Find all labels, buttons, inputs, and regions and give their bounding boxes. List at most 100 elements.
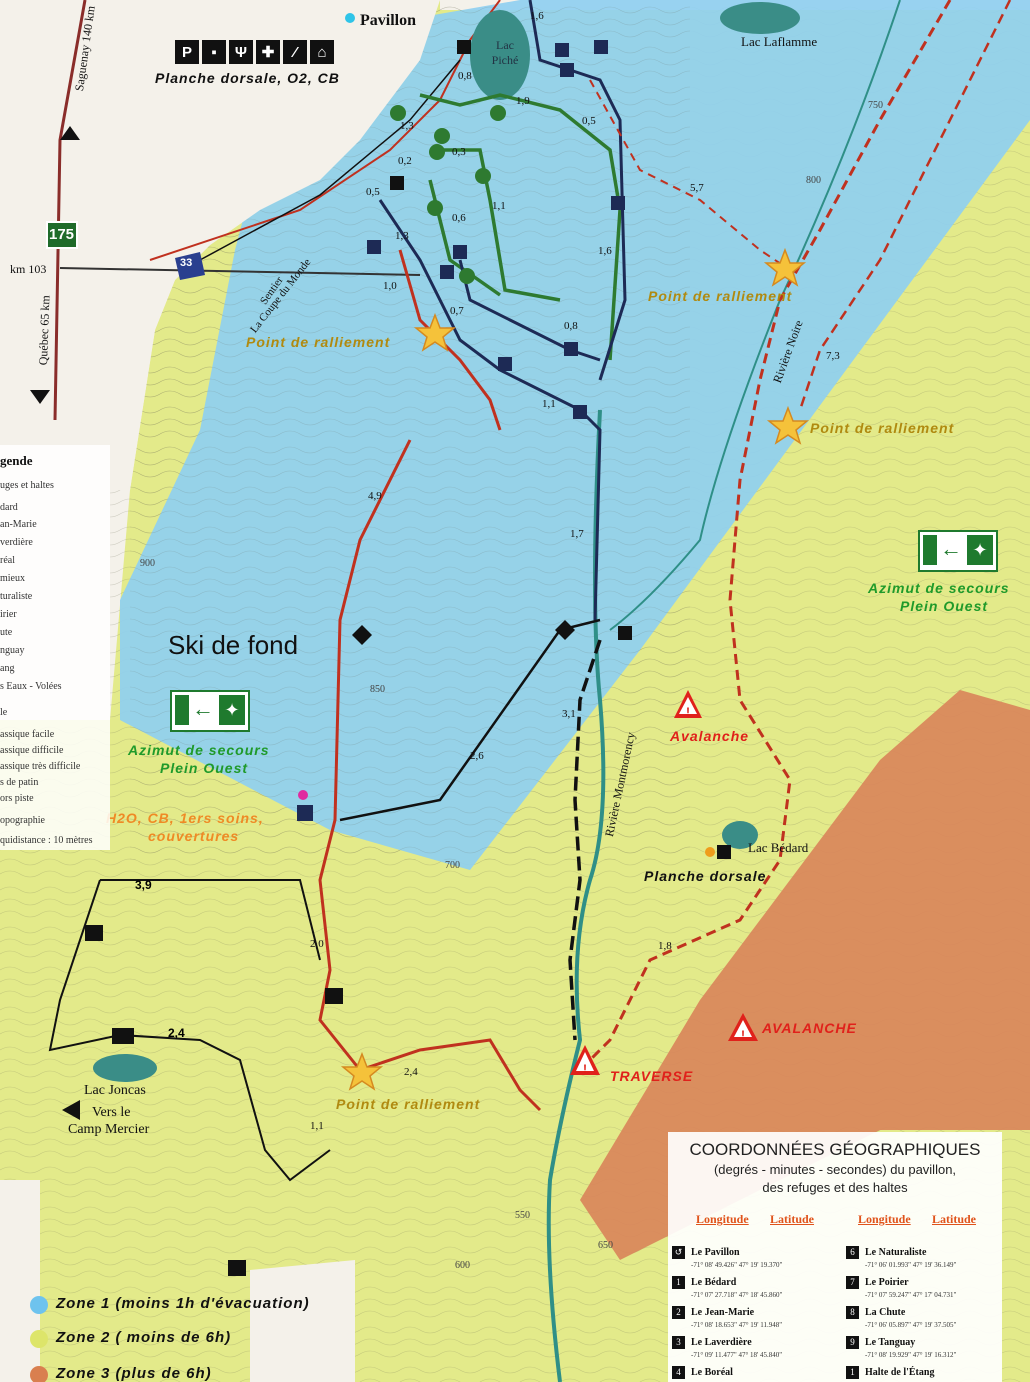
first-aid-icon: ✚ xyxy=(256,40,280,64)
legend-item: irier xyxy=(0,609,17,620)
refuge-coordinates: -71° 08' 18.653" 47° 19' 11.948" xyxy=(691,1321,783,1329)
distance-label: 0,6 xyxy=(452,212,466,224)
contour-label: 550 xyxy=(515,1210,530,1221)
distance-label: 1,8 xyxy=(658,940,672,952)
zone-3-item: Zone 3 (plus de 6h) xyxy=(30,1365,212,1382)
distance-label: 3,1 xyxy=(562,708,576,720)
vers-le-label: Vers le xyxy=(92,1105,131,1120)
refuge-name: Le Tanguay xyxy=(865,1336,916,1348)
refuge-name: Le Laverdière xyxy=(691,1336,752,1348)
planche-dorsale-label: Planche dorsale xyxy=(644,868,767,884)
coord-entry: 4Le Boréal-71° 09' 52.073" 47° 18' 55.97… xyxy=(672,1366,782,1382)
distance-label: 2,0 xyxy=(310,938,324,950)
warning-icon xyxy=(570,690,758,1075)
coords-subtitle-2: des refuges et des haltes xyxy=(762,1180,908,1195)
coordinates-panel: COORDONNÉES GÉOGRAPHIQUES (degrés - minu… xyxy=(668,1132,1002,1382)
refuge-name: Halte de l'Étang xyxy=(865,1366,935,1378)
h2o-label-line2: couvertures xyxy=(148,828,240,844)
legend-item: s de patin xyxy=(0,777,39,788)
parking-icon: P xyxy=(175,40,199,64)
riviere-montmorency xyxy=(546,409,606,1382)
refuge-number-icon: ↺ xyxy=(672,1246,685,1259)
rally-point-label-3: Point de ralliement xyxy=(810,420,955,436)
legend-item: le xyxy=(0,707,8,718)
refuge-coordinates: -71° 09' 11.477" 47° 18' 45.840" xyxy=(691,1351,783,1359)
lac-piche xyxy=(470,10,530,100)
refuge-number-icon: 9 xyxy=(846,1336,859,1349)
contour-label: 900 xyxy=(140,558,155,569)
legend-item: ors piste xyxy=(0,793,34,804)
distance-label: 0,8 xyxy=(564,320,578,332)
ski-de-fond-label: Ski de fond xyxy=(168,630,299,660)
shelter-icon: ⌂ xyxy=(310,40,334,64)
lac-laflamme-label: Lac Laflamme xyxy=(741,34,818,49)
distance-label: 2,4 xyxy=(168,1026,185,1040)
distance-label: 1,1 xyxy=(492,200,506,212)
refuge-number-icon: 7 xyxy=(846,1276,859,1289)
contour-label: 750 xyxy=(868,100,883,111)
distance-label: 1,6 xyxy=(530,10,544,22)
trail-red-dashed xyxy=(588,0,952,1062)
svg-text:!: ! xyxy=(583,1062,587,1076)
legend-item: s Eaux - Volées xyxy=(0,681,62,692)
lac-joncas-label: Lac Joncas xyxy=(84,1083,146,1098)
escape-label-west-line2: Plein Ouest xyxy=(160,760,249,776)
col-longitude-right: Longitude xyxy=(858,1212,911,1226)
distance-label: 1,3 xyxy=(400,120,414,132)
legend-item: opographie xyxy=(0,815,45,826)
riviere-noire xyxy=(609,0,901,631)
refuge-coordinates: -71° 07' 59.247" 47° 17' 04.731" xyxy=(865,1291,957,1299)
zone-3-label: Zone 3 (plus de 6h) xyxy=(56,1365,212,1382)
distance-label: 0,3 xyxy=(452,146,466,158)
km103-label: km 103 xyxy=(10,262,47,276)
refuge-name: Le Poirier xyxy=(865,1276,909,1288)
legend-item: nguay xyxy=(0,645,25,656)
route-175-label: 175 xyxy=(49,226,75,243)
zone-1-item: Zone 1 (moins 1h d'évacuation) xyxy=(30,1295,310,1314)
legend-item: an-Marie xyxy=(0,519,37,530)
legend-item: assique facile xyxy=(0,729,55,740)
traverse-label: TRAVERSE xyxy=(610,1068,694,1084)
refuge-coordinates: -71° 06' 05.897" 47° 19' 37.505" xyxy=(865,1321,957,1329)
avalanche-label-1: Avalanche xyxy=(670,728,750,744)
legend-item: mieux xyxy=(0,573,25,584)
distance-label: 2,4 xyxy=(404,1066,418,1078)
contour-label: 600 xyxy=(455,1260,470,1271)
refuge-coordinates: -71° 08' 19.929" 47° 19' 16.312" xyxy=(865,1351,957,1359)
zone-2-item: Zone 2 ( moins de 6h) xyxy=(30,1329,232,1348)
legend-item: ute xyxy=(0,627,13,638)
zone-2-swatch xyxy=(30,1330,48,1348)
escape-label-east-line2: Plein Ouest xyxy=(900,598,989,614)
legend-title: gende xyxy=(0,453,33,468)
refuge-name: Le Boréal xyxy=(691,1366,733,1378)
ski-icon: ⁄ xyxy=(283,40,307,64)
trail-number-markers xyxy=(85,40,731,1276)
lac-piche-label: Lac Piché xyxy=(491,38,519,67)
refuge-name: La Chute xyxy=(865,1306,906,1318)
trail-black-west xyxy=(48,879,331,1182)
coord-entry: ↺Le Pavillon-71° 08' 49.426" 47° 19' 19.… xyxy=(672,1246,782,1270)
rally-point-label-1: Point de ralliement xyxy=(648,288,793,304)
distance-label: 7,3 xyxy=(826,350,840,362)
distance-label: 0,2 xyxy=(398,155,412,167)
legend-item: assique difficile xyxy=(0,745,64,756)
avalanche-label-2: AVALANCHE xyxy=(762,1020,857,1036)
bench-icon: ▪ xyxy=(202,40,226,64)
zone-3-area xyxy=(580,690,1030,1260)
distance-label: 4,9 xyxy=(368,490,382,502)
zone-1-swatch xyxy=(30,1296,48,1314)
distance-label: 0,5 xyxy=(582,115,596,127)
contour-label: 800 xyxy=(806,175,821,186)
zone-2-label: Zone 2 ( moins de 6h) xyxy=(56,1329,232,1346)
refuge-coordinates: -71° 07' 27.718" 47° 18' 45.860" xyxy=(691,1291,783,1299)
rally-star xyxy=(340,247,810,1091)
contour-label: 650 xyxy=(598,1240,613,1251)
zone-3-swatch xyxy=(30,1366,48,1382)
lac-bedard xyxy=(722,821,758,849)
coords-subtitle-1: (degrés - minutes - secondes) du pavillo… xyxy=(713,1162,957,1177)
